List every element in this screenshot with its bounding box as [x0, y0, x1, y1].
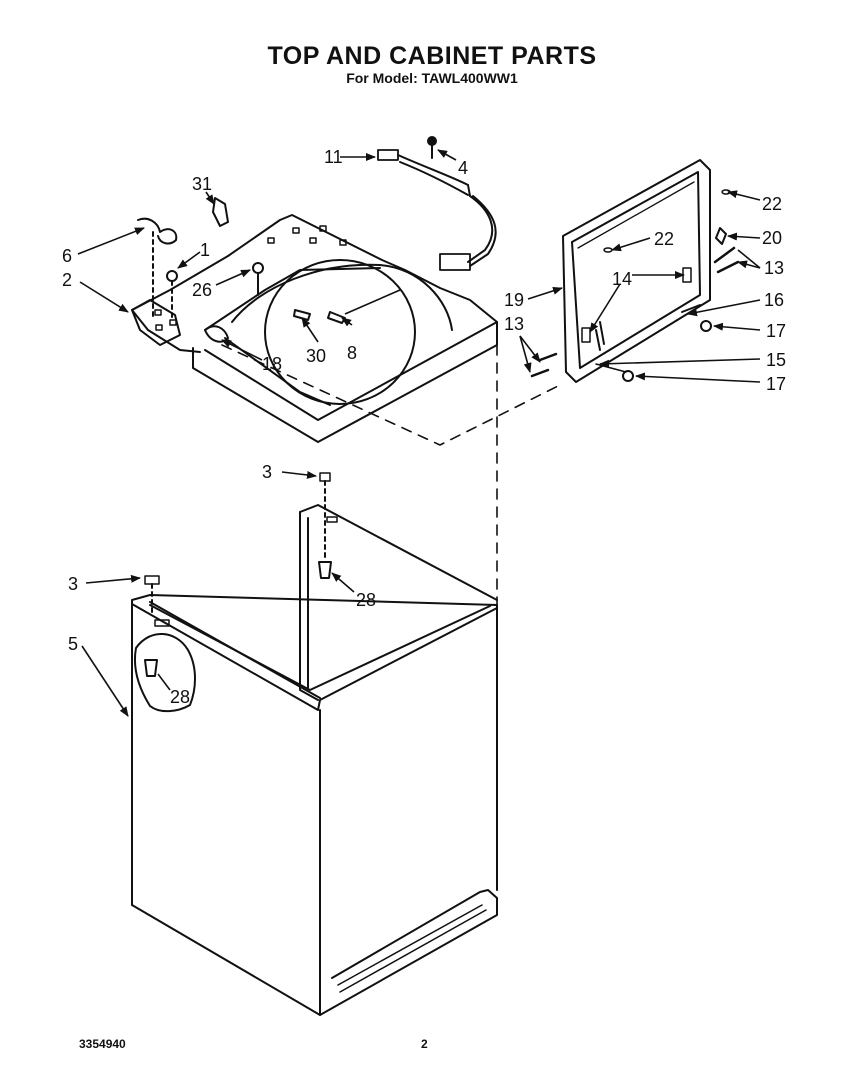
- small-hardware-top: [137, 197, 346, 343]
- washer-lid: [530, 159, 740, 383]
- callout-28-lower: 28: [170, 687, 190, 707]
- callout-20: 20: [762, 228, 782, 248]
- callout-3-lower: 3: [68, 574, 78, 594]
- callout-5: 5: [68, 634, 78, 654]
- page-number: 2: [421, 1037, 428, 1051]
- washer-top: [131, 214, 498, 443]
- callout-3-upper: 3: [262, 462, 272, 482]
- callout-14: 14: [612, 269, 632, 289]
- callout-22-right: 22: [762, 194, 782, 214]
- callout-6: 6: [62, 246, 72, 266]
- callout-17-upper: 17: [766, 321, 786, 341]
- callout-31: 31: [192, 174, 212, 194]
- callout-8: 8: [347, 343, 357, 363]
- lid-switch-harness: [377, 136, 497, 271]
- callout-16: 16: [764, 290, 784, 310]
- washer-cabinet: [131, 472, 498, 1016]
- callout-4: 4: [458, 158, 468, 178]
- callout-labels: 11 4 31 6 1 2 26 30 8 18 22 22 20 13 14 …: [62, 147, 786, 707]
- callout-22-inner: 22: [654, 229, 674, 249]
- callout-11: 11: [324, 147, 343, 167]
- callout-13-left: 13: [504, 314, 524, 334]
- document-number: 3354940: [79, 1037, 126, 1051]
- model-subtitle: For Model: TAWL400WW1: [346, 70, 518, 86]
- callout-26: 26: [192, 280, 212, 300]
- callout-17-lower: 17: [766, 374, 786, 394]
- callout-30: 30: [306, 346, 326, 366]
- callout-18: 18: [262, 354, 282, 374]
- callout-15: 15: [766, 350, 786, 370]
- callout-2: 2: [62, 270, 72, 290]
- leader-lines: [77, 149, 761, 717]
- callout-19: 19: [504, 290, 524, 310]
- page-title: TOP AND CABINET PARTS: [267, 42, 597, 70]
- callout-28-upper: 28: [356, 590, 376, 610]
- callout-13-right: 13: [764, 258, 784, 278]
- callout-1: 1: [200, 240, 210, 260]
